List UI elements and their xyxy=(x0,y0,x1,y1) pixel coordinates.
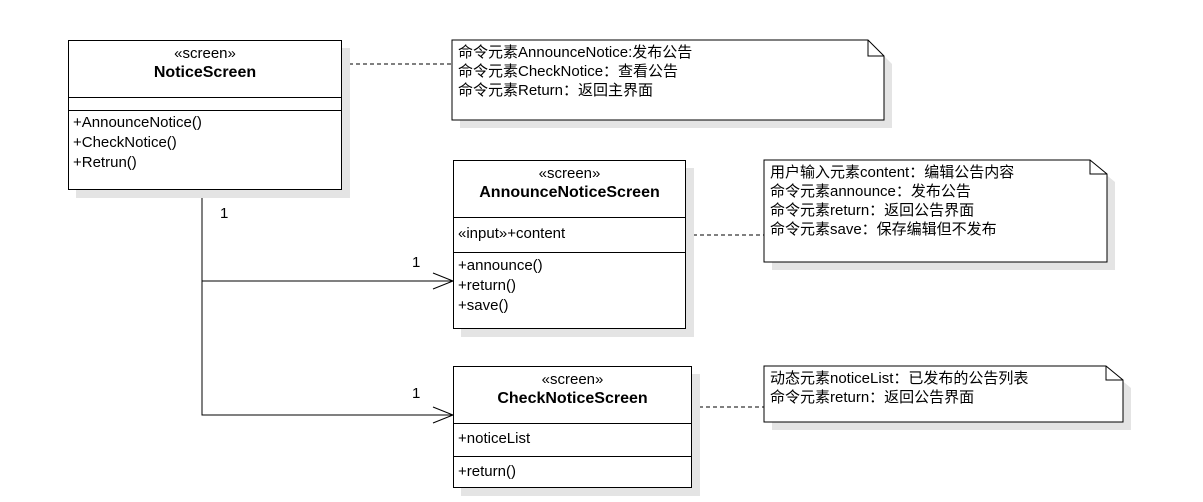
class-header: «screen» CheckNoticeScreen xyxy=(454,367,691,424)
operation-item: +return() xyxy=(458,277,516,294)
operation-item: +Retrun() xyxy=(73,154,137,171)
attribute-item: «input»+content xyxy=(458,225,566,242)
note-line: 命令元素CheckNotice：查看公告 xyxy=(458,63,679,80)
note-line: 命令元素announce：发布公告 xyxy=(770,183,971,200)
note-line: 命令元素return：返回公告界面 xyxy=(770,202,975,219)
note-line: 命令元素AnnounceNotice:发布公告 xyxy=(458,44,693,61)
note-shape-notice-screen xyxy=(451,39,885,121)
stereotype-label: «screen» xyxy=(541,371,604,388)
note-line: 用户输入元素content：编辑公告内容 xyxy=(770,164,1015,181)
class-name: CheckNoticeScreen xyxy=(497,390,648,407)
multiplicity-check-target: 1 xyxy=(412,385,421,402)
note-notice-screen[interactable]: 命令元素AnnounceNotice:发布公告 命令元素CheckNotice：… xyxy=(452,41,868,120)
class-name: NoticeScreen xyxy=(153,64,257,81)
multiplicity-source: 1 xyxy=(220,205,229,222)
attributes-compartment xyxy=(69,98,341,111)
operation-item: +save() xyxy=(458,297,509,314)
attributes-compartment: «input»+content xyxy=(454,218,685,253)
operation-item: +CheckNotice() xyxy=(73,134,177,151)
operations-compartment: +announce() +return() +save() xyxy=(454,253,685,316)
class-header: «screen» NoticeScreen xyxy=(69,41,341,98)
stereotype-label: «screen» xyxy=(174,45,236,62)
note-line: 命令元素Return：返回主界面 xyxy=(458,82,654,99)
stereotype-label: «screen» xyxy=(538,165,601,182)
note-announce-screen[interactable]: 用户输入元素content：编辑公告内容 命令元素announce：发布公告 命… xyxy=(764,161,1104,261)
note-check-screen[interactable]: 动态元素noticeList：已发布的公告列表 命令元素return：返回公告界… xyxy=(764,367,1120,421)
note-line: 命令元素return：返回公告界面 xyxy=(770,389,975,406)
class-header: «screen» AnnounceNoticeScreen xyxy=(454,161,685,218)
class-announce-notice-screen[interactable]: «screen» AnnounceNoticeScreen «input»+co… xyxy=(453,160,686,329)
operation-item: +AnnounceNotice() xyxy=(73,114,202,131)
class-notice-screen[interactable]: «screen» NoticeScreen +AnnounceNotice() … xyxy=(68,40,342,190)
note-line: 动态元素noticeList：已发布的公告列表 xyxy=(770,370,1029,387)
attribute-item: +noticeList xyxy=(458,430,531,447)
class-name: AnnounceNoticeScreen xyxy=(479,184,660,201)
attributes-compartment: +noticeList xyxy=(454,424,691,457)
operation-item: +return() xyxy=(458,463,516,480)
operation-item: +announce() xyxy=(458,257,543,274)
multiplicity-announce-target: 1 xyxy=(412,254,421,271)
class-check-notice-screen[interactable]: «screen» CheckNoticeScreen +noticeList +… xyxy=(453,366,692,488)
association-to-check xyxy=(201,281,453,416)
operations-compartment: +AnnounceNotice() +CheckNotice() +Retrun… xyxy=(69,111,341,173)
note-shape-check xyxy=(763,365,1124,423)
note-shape-announce xyxy=(763,159,1108,263)
operations-compartment: +return() xyxy=(454,457,691,482)
note-line: 命令元素save：保存编辑但不发布 xyxy=(770,221,997,238)
